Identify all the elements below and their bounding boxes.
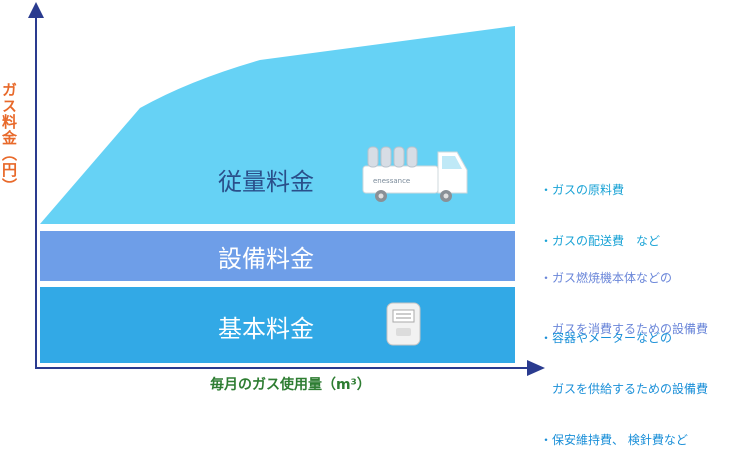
gas-fee-diagram: 従量料金 設備料金 基本料金 enessance [28, 2, 545, 376]
y-axis-arrow [28, 2, 44, 18]
x-axis-label: 毎月のガス使用量（m³） [210, 377, 371, 393]
base-fee-note: ・容器やメーターなどの ガスを供給するための設備費 ・保安維持費、 検針費など [540, 296, 708, 466]
base-fee-label: 基本料金 [218, 315, 314, 343]
equipment-note-line-1: ・ガス燃焼機本体などの [540, 271, 673, 285]
base-note-line-1: ・容器やメーターなどの [540, 331, 673, 345]
usage-note-line-1: ・ガスの原料費 [540, 183, 625, 197]
gas-truck-icon: enessance [362, 146, 468, 202]
usage-fee-note: ・ガスの原料費 ・ガスの配送費 など [540, 148, 660, 267]
equipment-note-line-2: ガスを消費するための設備費 [540, 322, 709, 336]
equipment-fee-band [40, 231, 515, 281]
base-note-line-2: ガスを供給するための設備費 [540, 382, 709, 396]
usage-note-line-2: ・ガスの配送費 など [540, 234, 661, 248]
base-note-line-3: ・保安維持費、 検針費など [540, 433, 688, 447]
equipment-fee-note: ・ガス燃焼機本体などの ガスを消費するための設備費 [540, 236, 708, 355]
equipment-fee-label: 設備料金 [218, 245, 314, 273]
truck-brand-text: enessance [373, 177, 410, 185]
x-axis-arrow [527, 360, 545, 376]
gas-meter-icon [386, 302, 421, 346]
base-fee-band [40, 287, 515, 363]
usage-fee-label: 従量料金 [218, 168, 314, 196]
y-axis-label: ガス料金（円） [0, 82, 18, 194]
